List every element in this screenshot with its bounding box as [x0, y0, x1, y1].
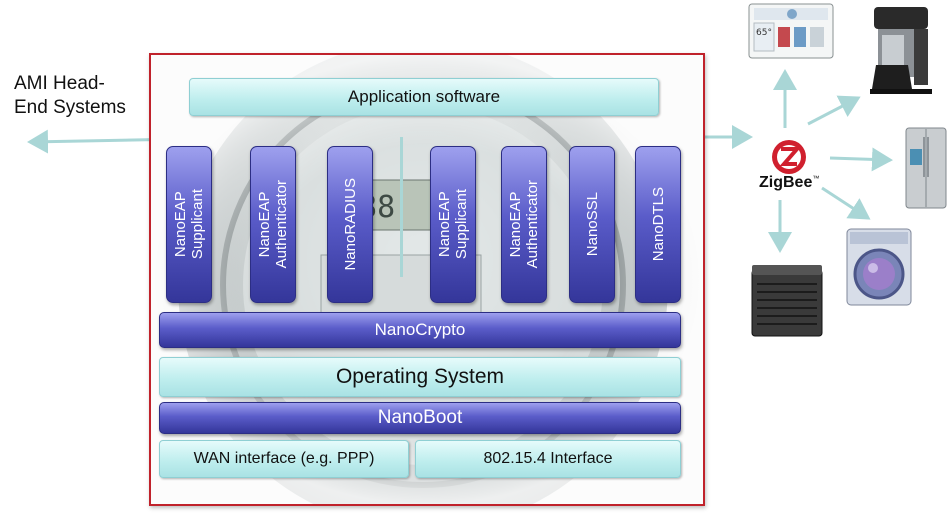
nanocrypto-bar: NanoCrypto: [159, 312, 681, 348]
arrow-to-fridge: [829, 147, 893, 172]
bar-label-line2: Authenticator: [524, 180, 541, 269]
zigbee-tm: ™: [812, 175, 820, 183]
thermostat-temp: 65°: [756, 28, 772, 38]
ami-label-line2: End Systems: [14, 97, 126, 118]
ami-head-end-label: AMI Head- End Systems: [14, 72, 126, 120]
bar-label-line1: NanoDTLS: [649, 187, 667, 262]
wan-interface-label: WAN interface (e.g. PPP): [193, 450, 375, 467]
nanoeap-supplicant-2: NanoEAP Supplicant: [430, 146, 476, 303]
zigbee-logo-icon: [772, 140, 806, 174]
bar-label-line2: Authenticator: [273, 180, 290, 269]
operating-system-bar: Operating System: [159, 357, 681, 397]
application-software-label: Application software: [347, 87, 501, 106]
zigbee-label: ZigBee™: [759, 174, 819, 192]
app-down-line: [400, 137, 403, 277]
bar-label-line1: NanoEAP: [507, 191, 524, 258]
bar-label-line1: NanoEAP: [436, 191, 453, 258]
iface-802-label: 802.15.4 Interface: [483, 450, 613, 467]
wan-interface-box: WAN interface (e.g. PPP): [159, 440, 409, 478]
bar-label-line1: NanoEAP: [256, 191, 273, 258]
bar-label-line2: Supplicant: [453, 189, 470, 260]
bar-label-line1: NanoEAP: [172, 191, 189, 258]
ami-label-line1: AMI Head-: [14, 73, 105, 94]
zigbee-name: ZigBee: [759, 174, 813, 191]
nanoeap-authenticator-1: NanoEAP Authenticator: [250, 146, 296, 303]
nanocrypto-label: NanoCrypto: [374, 320, 466, 339]
nanoboot-bar: NanoBoot: [159, 402, 681, 434]
bar-label-line1: NanoRADIUS: [341, 178, 359, 271]
bar-label-line1: NanoSSL: [583, 192, 601, 257]
smart-meter-image: 888: [151, 55, 703, 504]
refrigerator-icon: [905, 127, 947, 209]
nanodtls: NanoDTLS: [635, 146, 681, 303]
application-software-box: Application software: [189, 78, 659, 116]
washing-machine-icon: [846, 228, 912, 306]
nanoradius: NanoRADIUS: [327, 146, 373, 303]
coffee-maker-icon: [870, 7, 932, 94]
device-stack-frame: 888 Application software NanoEAP Supplic…: [149, 53, 705, 506]
nanoboot-label: NanoBoot: [377, 407, 463, 428]
nanoeap-authenticator-2: NanoEAP Authenticator: [501, 146, 547, 303]
air-conditioner-icon: [751, 265, 823, 337]
nanoeap-supplicant-1: NanoEAP Supplicant: [166, 146, 212, 303]
arrow-to-coffee: [807, 95, 861, 126]
arrow-to-washer: [821, 186, 871, 220]
iface-802-box: 802.15.4 Interface: [415, 440, 681, 478]
operating-system-label: Operating System: [335, 365, 505, 388]
nanossl: NanoSSL: [569, 146, 615, 303]
bar-label-line2: Supplicant: [189, 189, 206, 260]
thermostat-icon: 65°: [748, 3, 834, 59]
